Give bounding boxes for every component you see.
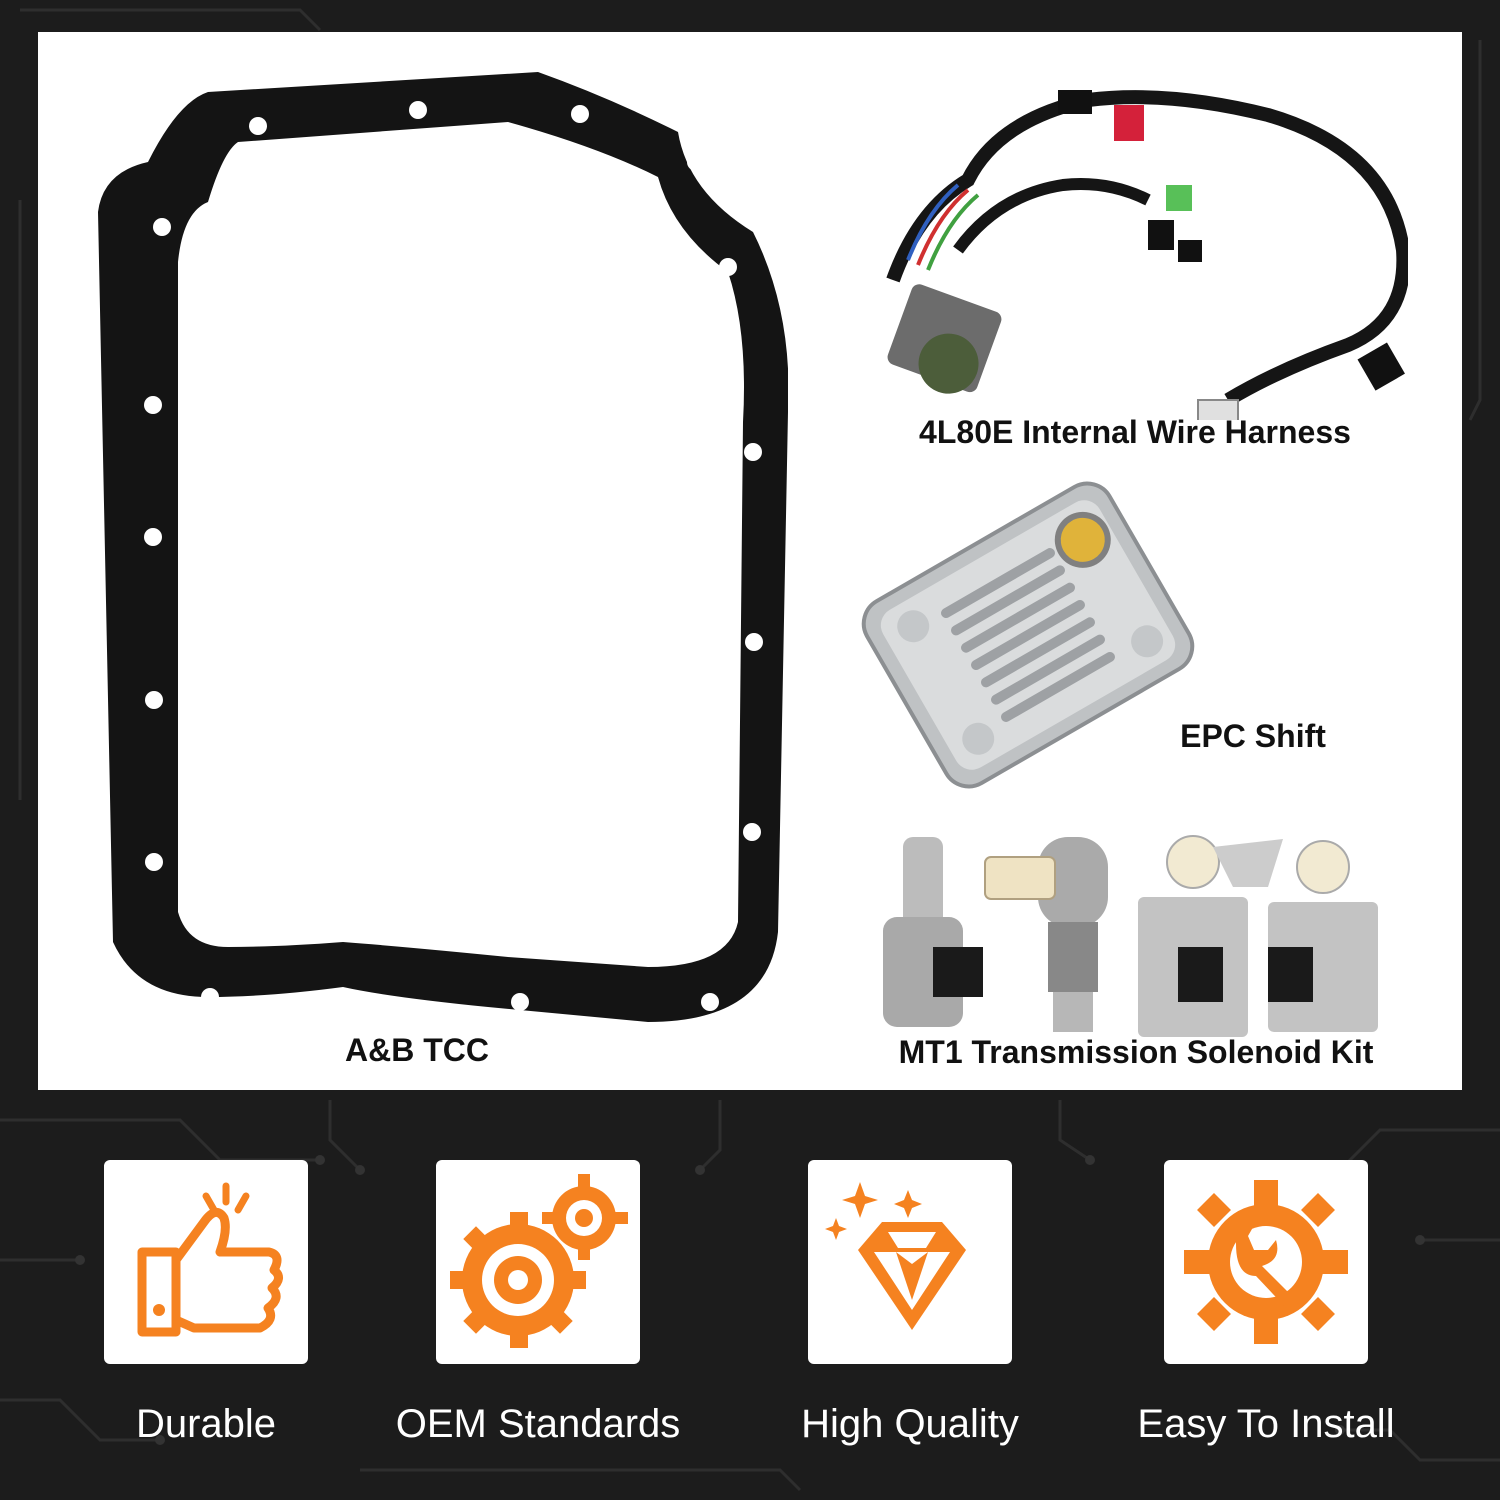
wire-harness-image: [886, 90, 1408, 420]
gasket-image: [98, 72, 788, 1022]
harness-label: 4L80E Internal Wire Harness: [919, 414, 1351, 450]
filter-image: [861, 481, 1195, 789]
gears-icon: [450, 1174, 628, 1348]
feature-oem-standards: [436, 1160, 640, 1364]
gasket-label: A&B TCC: [345, 1032, 489, 1068]
thumbs-up-icon: [137, 1182, 283, 1337]
feature-easy-to-install: [1164, 1160, 1368, 1364]
feature-durable: [104, 1160, 308, 1364]
feature-high-quality-label: High Quality: [801, 1402, 1019, 1446]
wrench-gear-icon: [1184, 1180, 1348, 1344]
diamond-icon: [825, 1182, 966, 1330]
solenoid-kit-image: [883, 835, 1378, 1037]
feature-easy-to-install-label: Easy To Install: [1137, 1402, 1395, 1446]
feature-high-quality: [808, 1160, 1012, 1364]
feature-oem-standards-label: OEM Standards: [395, 1402, 681, 1446]
filter-label: EPC Shift: [1180, 718, 1326, 754]
feature-durable-label: Durable: [135, 1402, 277, 1446]
product-panel: A&B TCC 4L80E Internal Wire Harness: [38, 32, 1462, 1090]
solenoid-label: MT1 Transmission Solenoid Kit: [898, 1034, 1374, 1070]
